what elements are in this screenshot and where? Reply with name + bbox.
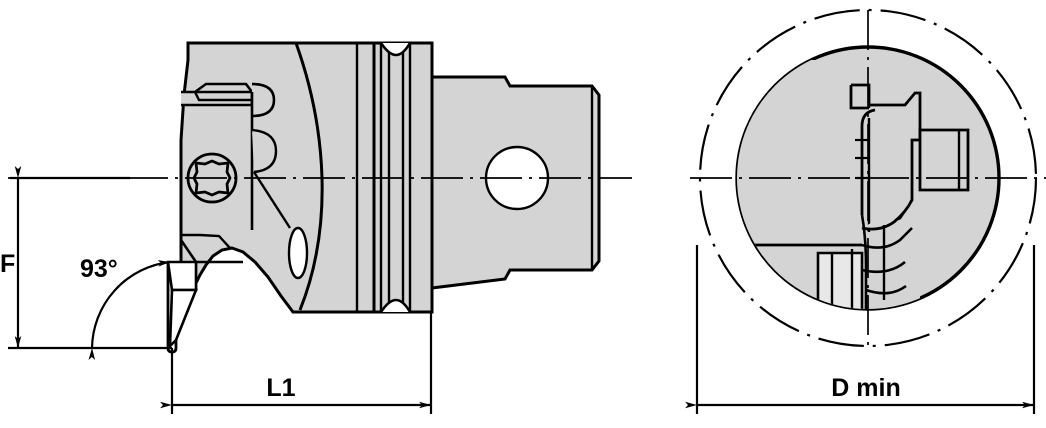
clamp-block [918,128,970,192]
coolant-outlet [287,226,309,280]
f-dimension-label: F [0,250,15,278]
cutting-insert-tip [166,260,198,354]
dimension-l1: L1 [160,312,433,414]
dimension-angle-93: 93° [80,255,171,361]
l1-dimension-label: L1 [266,374,295,402]
side-view [8,41,632,354]
d-min-dimension-label: D min [831,374,900,402]
end-view [690,8,1046,350]
dimension-d-min: D min [685,245,1036,414]
angle-dimension-label: 93° [80,255,118,283]
hsk-shank [430,68,601,297]
